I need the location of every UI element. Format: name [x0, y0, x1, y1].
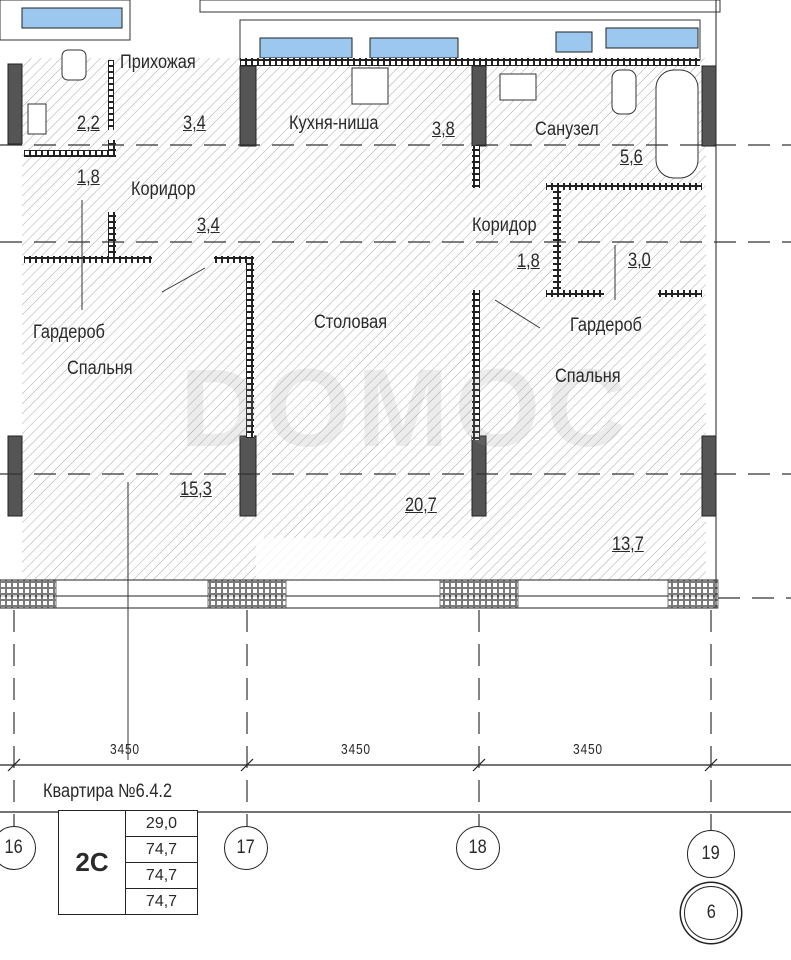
apartment-title: Квартира №6.4.2	[43, 781, 173, 802]
room-name-bedroom-left: Спальня	[67, 358, 133, 379]
structural-walls	[7, 63, 717, 517]
apartment-value: 29,0	[126, 811, 197, 837]
room-name-corridor-right: Коридор	[472, 215, 537, 236]
toilet-icon	[61, 49, 87, 81]
sink-icon	[351, 67, 389, 105]
apartment-type: 2С	[59, 811, 126, 914]
apartment-value: 74,7	[145, 892, 178, 910]
watermark: DOMOC	[180, 347, 632, 470]
axis-marker-18: 18	[456, 826, 500, 870]
area-corridor-left: 1,8	[77, 167, 100, 188]
toilet-icon	[611, 69, 637, 115]
axis-label: 6	[706, 902, 716, 923]
apartment-value: 74,7	[126, 837, 197, 863]
room-name-wardrobe-right: Гардероб	[570, 315, 642, 336]
room-name-bathroom: Санузел	[535, 119, 599, 140]
area-corridor-right-2: 3,0	[628, 250, 651, 271]
area-dining: 20,7	[405, 495, 437, 516]
area-bedroom-right: 13,7	[612, 534, 644, 555]
balcony-strip	[256, 538, 470, 580]
area-corridor-right: 1,8	[517, 251, 540, 272]
room-name-bedroom-right: Спальня	[555, 366, 621, 387]
grid-lines	[0, 144, 791, 830]
area-bedroom-left: 15,3	[180, 479, 212, 500]
apartment-info-table: 2С 29,0 74,7 74,7 74,7	[58, 810, 198, 915]
window-wall	[0, 0, 719, 609]
dimension-18-19: 3450	[573, 741, 603, 758]
dimension-17-18: 3450	[341, 741, 371, 758]
panel-icon	[27, 103, 47, 135]
dimension-16-17: 3450	[110, 741, 140, 758]
axis-marker-17: 17	[224, 826, 268, 870]
bathtub-icon	[655, 69, 699, 179]
axis-label: 17	[236, 837, 256, 858]
axis-marker-16: 16	[0, 826, 36, 870]
room-name-dining: Столовая	[314, 312, 388, 333]
area-kitchen: 3,8	[432, 119, 455, 140]
room-name-kitchen: Кухня-ниша	[289, 113, 379, 134]
area-bathroom: 5,6	[620, 147, 643, 168]
room-name-wardrobe-left: Гардероб	[33, 322, 105, 343]
apartment-value: 74,7	[126, 863, 197, 889]
appliance-blocks	[21, 7, 699, 59]
axis-label: 18	[468, 837, 488, 858]
partition-walls	[24, 58, 702, 440]
leader-lines	[81, 200, 616, 760]
axis-label: 19	[701, 843, 721, 864]
washbasin-icon	[499, 73, 537, 101]
area-hallway-2: 3,4	[183, 113, 206, 134]
area-corridor-left-2: 3,4	[197, 215, 220, 236]
room-name-hallway: Прихожая	[120, 52, 196, 73]
fixtures	[27, 49, 699, 179]
axis-marker-19: 19	[687, 830, 735, 878]
axis-label: 16	[4, 837, 24, 858]
axis-marker-6: 6	[684, 886, 738, 940]
area-hallway: 2,2	[77, 113, 100, 134]
room-name-corridor-left: Коридор	[131, 179, 196, 200]
